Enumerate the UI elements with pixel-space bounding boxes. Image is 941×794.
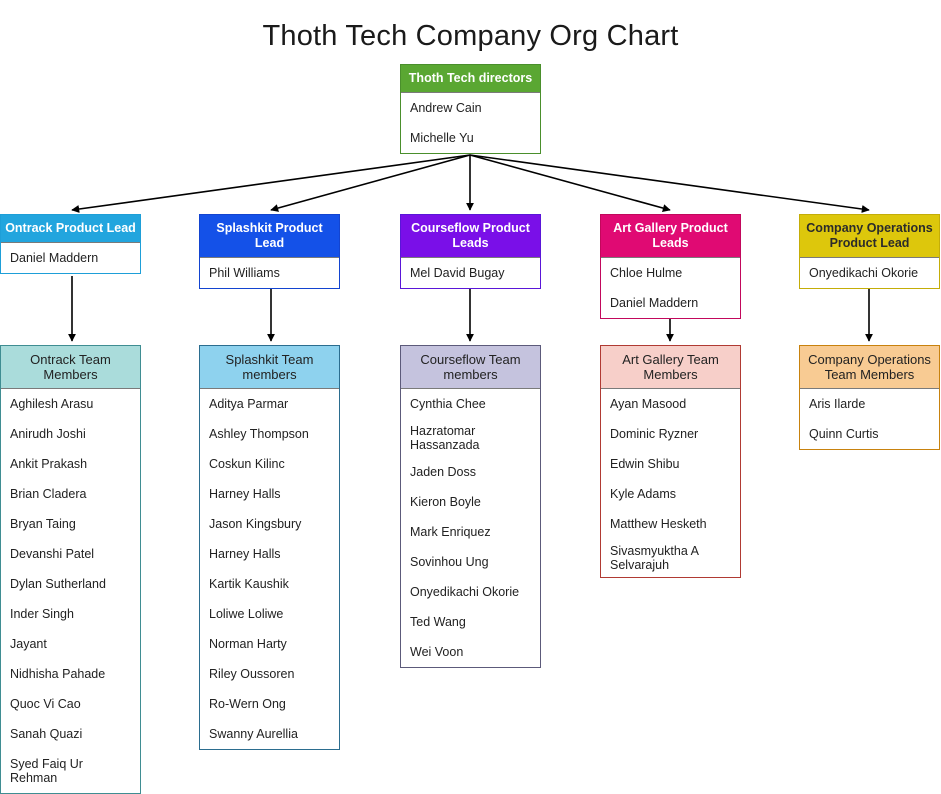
member-row: Ankit Prakash — [10, 457, 88, 471]
member-row: Cynthia Chee — [410, 397, 486, 411]
edge-root-to-company-operations — [469, 154, 870, 213]
edge-root-to-splashkit — [270, 154, 471, 212]
edge-root-to-ontrack — [71, 154, 471, 213]
member-row: Coskun Kilinc — [209, 457, 285, 471]
node-body: Aghilesh Arasu Anirudh Joshi Ankit Praka… — [1, 388, 140, 793]
member-row: Kartik Kaushik — [209, 577, 289, 591]
member-row: Anirudh Joshi — [10, 427, 86, 441]
member-row: Sanah Quazi — [10, 727, 83, 741]
member-row: Bryan Taing — [10, 517, 76, 531]
edge-root-to-art-gallery — [469, 154, 671, 212]
member-row: Michelle Yu — [410, 131, 474, 145]
member-row: Quoc Vi Cao — [10, 697, 81, 711]
member-row: Brian Cladera — [10, 487, 87, 501]
member-row: Jaden Doss — [410, 465, 477, 479]
member-row: Wei Voon — [410, 645, 464, 659]
member-row: Mel David Bugay — [410, 266, 505, 280]
node-header: Splashkit Team members — [200, 346, 339, 388]
node-body: Daniel Maddern — [1, 242, 140, 273]
member-row: Dylan Sutherland — [10, 577, 106, 591]
node-splashkit-team-members[interactable]: Splashkit Team members Aditya Parmar Ash… — [199, 345, 340, 750]
node-header: Courseflow Product Leads — [401, 215, 540, 257]
member-row: Kieron Boyle — [410, 495, 481, 509]
node-body: Aris Ilarde Quinn Curtis — [800, 388, 939, 449]
node-body: Aditya Parmar Ashley Thompson Coskun Kil… — [200, 388, 339, 749]
node-art-gallery-team-members[interactable]: Art Gallery Team Members Ayan Masood Dom… — [600, 345, 741, 578]
member-row: Syed Faiq Ur Rehman — [10, 757, 83, 785]
member-row: Mark Enriquez — [410, 525, 491, 539]
member-row: Onyedikachi Okorie — [809, 266, 919, 280]
node-art-gallery-product-leads[interactable]: Art Gallery Product Leads Chloe Hulme Da… — [600, 214, 741, 319]
node-header: Company Operations Product Lead — [800, 215, 939, 257]
member-row: Andrew Cain — [410, 101, 482, 115]
member-row: Ayan Masood — [610, 397, 687, 411]
member-row: Harney Halls — [209, 487, 281, 501]
member-row: Norman Harty — [209, 637, 287, 651]
member-row: Phil Williams — [209, 266, 280, 280]
member-row: Loliwe Loliwe — [209, 607, 284, 621]
member-row: Harney Halls — [209, 547, 281, 561]
member-row: Ro-Wern Ong — [209, 697, 286, 711]
node-courseflow-team-members[interactable]: Courseflow Team members Cynthia Chee Haz… — [400, 345, 541, 668]
node-courseflow-product-leads[interactable]: Courseflow Product Leads Mel David Bugay — [400, 214, 541, 289]
member-row: Chloe Hulme — [610, 266, 683, 280]
node-company-operations-team-members[interactable]: Company Operations Team Members Aris Ila… — [799, 345, 940, 450]
node-header: Splashkit Product Lead — [200, 215, 339, 257]
node-body: Chloe Hulme Daniel Maddern — [601, 257, 740, 318]
member-row: Onyedikachi Okorie — [410, 585, 520, 599]
node-thoth-tech-directors[interactable]: Thoth Tech directors Andrew Cain Michell… — [400, 64, 541, 154]
member-row: Aditya Parmar — [209, 397, 289, 411]
member-row: Swanny Aurellia — [209, 727, 298, 741]
node-company-operations-product-lead[interactable]: Company Operations Product Lead Onyedika… — [799, 214, 940, 289]
member-row: Aghilesh Arasu — [10, 397, 94, 411]
member-row: Inder Singh — [10, 607, 74, 621]
member-row: Jayant — [10, 637, 47, 651]
member-row: Sovinhou Ung — [410, 555, 489, 569]
node-header: Company Operations Team Members — [800, 346, 939, 388]
node-header: Courseflow Team members — [401, 346, 540, 388]
node-header: Art Gallery Product Leads — [601, 215, 740, 257]
member-row: Aris Ilarde — [809, 397, 866, 411]
member-row: Daniel Maddern — [610, 296, 699, 310]
node-body: Cynthia Chee Hazratomar Hassanzada Jaden… — [401, 388, 540, 667]
node-header: Thoth Tech directors — [401, 65, 540, 92]
node-splashkit-product-lead[interactable]: Splashkit Product Lead Phil Williams — [199, 214, 340, 289]
member-row: Quinn Curtis — [809, 427, 879, 441]
page-title: Thoth Tech Company Org Chart — [262, 20, 679, 52]
node-body: Ayan Masood Dominic Ryzner Edwin Shibu K… — [601, 388, 740, 577]
node-ontrack-product-lead[interactable]: Ontrack Product Lead Daniel Maddern — [0, 214, 141, 274]
member-row: Devanshi Patel — [10, 547, 95, 561]
member-row: Jason Kingsbury — [209, 517, 302, 531]
member-row: Riley Oussoren — [209, 667, 295, 681]
member-row: Dominic Ryzner — [610, 427, 699, 441]
node-ontrack-team-members[interactable]: Ontrack Team Members Aghilesh Arasu Anir… — [0, 345, 141, 794]
node-header: Art Gallery Team Members — [601, 346, 740, 388]
member-row: Ashley Thompson — [209, 427, 309, 441]
node-header: Ontrack Product Lead — [1, 215, 140, 242]
member-row: Nidhisha Pahade — [10, 667, 106, 681]
node-body: Mel David Bugay — [401, 257, 540, 288]
member-row: Sivasmyuktha A Selvarajuh — [610, 544, 699, 572]
node-body: Onyedikachi Okorie — [800, 257, 939, 288]
member-row: Ted Wang — [410, 615, 466, 629]
node-body: Andrew Cain Michelle Yu — [401, 92, 540, 153]
member-row: Edwin Shibu — [610, 457, 680, 471]
node-header: Ontrack Team Members — [1, 346, 140, 388]
member-row: Matthew Hesketh — [610, 517, 707, 531]
member-row: Hazratomar Hassanzada — [410, 424, 480, 452]
member-row: Daniel Maddern — [10, 251, 99, 265]
member-row: Kyle Adams — [610, 487, 677, 501]
node-body: Phil Williams — [200, 257, 339, 288]
